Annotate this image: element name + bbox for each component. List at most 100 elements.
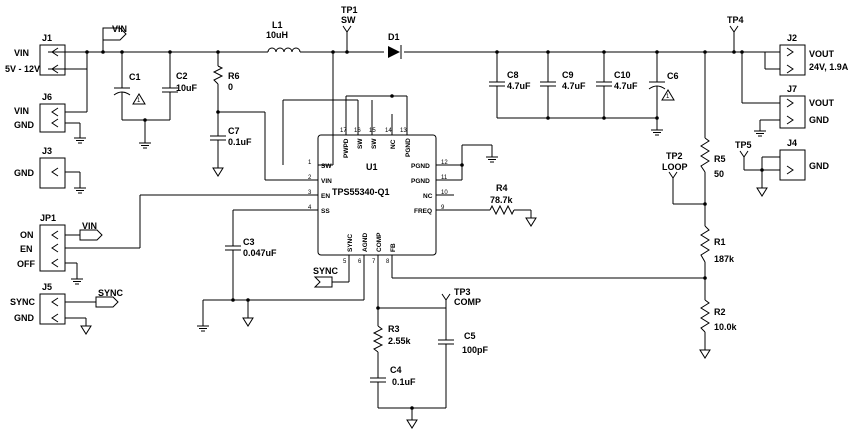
- tp1-ref: TP1: [341, 5, 358, 15]
- c4-value: 0.1uF: [392, 377, 416, 387]
- d1-ref: D1: [388, 32, 400, 42]
- testpoint-tp1: TP1 SW: [341, 5, 358, 33]
- resistor-r5: R5 50: [700, 137, 726, 179]
- tp2-net: LOOP: [662, 162, 688, 172]
- capacitor-c10: C10 4.7uF: [596, 70, 638, 91]
- c9-ref: C9: [562, 70, 574, 80]
- jp1-on: ON: [20, 230, 34, 240]
- pin-number-16: 16: [354, 128, 361, 134]
- capacitor-c5: C5 100pF: [438, 331, 489, 355]
- jp1-off: OFF: [17, 259, 35, 269]
- l1-value: 10uH: [266, 30, 288, 40]
- connector-j5: J5 SYNC GND: [10, 282, 66, 325]
- c1-ref: C1: [129, 72, 141, 82]
- connector-j2: J2 VOUT 24V, 1.9A: [779, 33, 849, 76]
- connector-jp1: JP1 ON EN OFF: [17, 213, 66, 272]
- c6-ref: C6: [667, 71, 679, 81]
- pin-number-17: 17: [340, 128, 347, 134]
- connector-j7: J7 VOUT GND: [779, 84, 835, 129]
- net-flag-sync-j5: SYNC: [95, 288, 124, 308]
- pin-number-5: 5: [343, 259, 347, 265]
- r2-value: 10.0k: [714, 322, 738, 332]
- c2-ref: C2: [176, 71, 188, 81]
- j7-ref: J7: [787, 84, 797, 94]
- pin-number-14: 14: [385, 128, 392, 134]
- c10-ref: C10: [614, 70, 631, 80]
- connector-j1: J1 VIN 5V - 12V: [5, 33, 66, 76]
- j4-ref: J4: [787, 138, 797, 148]
- j3-pin-a: GND: [14, 168, 35, 178]
- net-vin-en-label: VIN: [82, 221, 97, 231]
- pin-number-8: 8: [386, 259, 390, 265]
- j5-pin-b: GND: [14, 313, 35, 323]
- resistor-r2: R2 10.0k: [700, 299, 738, 333]
- j6-pin-a: VIN: [14, 106, 29, 116]
- tp1-net: SW: [341, 15, 356, 25]
- j6-pin-b: GND: [14, 120, 35, 130]
- r2-ref: R2: [714, 307, 726, 317]
- resistor-r6: R6 0: [212, 65, 240, 92]
- resistor-r4: R4 78.7k: [489, 183, 515, 216]
- j7-pin-b: GND: [809, 115, 830, 125]
- pin-number-3: 3: [308, 190, 312, 196]
- j2-net: VOUT: [809, 49, 835, 59]
- c5-value: 100pF: [462, 345, 489, 355]
- tp2-ref: TP2: [666, 151, 683, 161]
- pin-label-sync: SYNC: [347, 234, 354, 252]
- net-flag-vin-en: VIN: [79, 221, 103, 241]
- j5-ref: J5: [42, 282, 52, 292]
- c3-ref: C3: [243, 237, 255, 247]
- r4-ref: R4: [496, 183, 508, 193]
- connector-j6: J6 VIN GND: [14, 92, 66, 133]
- pin-number-12: 12: [441, 160, 448, 166]
- pin-label-en: EN: [321, 193, 330, 200]
- pin-label-ss: SS: [321, 208, 330, 215]
- pin-label-pgnd-11: PGND: [411, 178, 430, 185]
- pin-number-11: 11: [441, 175, 448, 181]
- pin-label-comp: COMP: [376, 232, 383, 252]
- pin-label-sw-16: SW: [357, 138, 364, 149]
- c5-ref: C5: [464, 331, 476, 341]
- net-flag-vin-top: VIN: [102, 24, 127, 41]
- tp5-ref: TP5: [735, 140, 752, 150]
- j4-pin-a: GND: [809, 161, 830, 171]
- j2-note: 24V, 1.9A: [809, 62, 849, 72]
- ic-u1: U1 TPS55340-Q1 SW VIN EN SS 1 2 3 4 PGND…: [308, 128, 448, 265]
- capacitor-c4: C4 0.1uF: [370, 365, 416, 387]
- c2-value: 10uF: [176, 83, 198, 93]
- testpoint-tp5: TP5: [735, 140, 752, 158]
- c3-value: 0.047uF: [243, 248, 277, 258]
- pin-number-7: 7: [372, 259, 376, 265]
- c8-ref: C8: [507, 70, 519, 80]
- r5-ref: R5: [714, 154, 726, 164]
- r6-value: 0: [228, 82, 233, 92]
- c6-polarity-mark: 1: [666, 94, 670, 100]
- j1-note: 5V - 12V: [5, 64, 40, 74]
- tp3-net: COMP: [454, 297, 481, 307]
- capacitor-c2: C2 10uF: [162, 71, 198, 93]
- diode-d1: D1: [388, 32, 402, 59]
- pin-number-4: 4: [308, 205, 312, 211]
- r5-value: 50: [714, 169, 724, 179]
- net-sync-j5-label: SYNC: [98, 288, 124, 298]
- c1-polarity-mark: 1: [137, 98, 141, 104]
- c8-value: 4.7uF: [507, 81, 531, 91]
- pin-label-sw-15: SW: [371, 138, 378, 149]
- j5-pin-a: SYNC: [10, 297, 36, 307]
- j7-pin-a: VOUT: [809, 98, 835, 108]
- r4-value: 78.7k: [490, 195, 514, 205]
- pin-label-pgnd-12: PGND: [411, 163, 430, 170]
- c10-value: 4.7uF: [614, 81, 638, 91]
- connector-j4: J4 GND: [779, 138, 830, 181]
- resistor-r3: R3 2.55k: [372, 324, 412, 353]
- j1-net: VIN: [14, 48, 29, 58]
- capacitor-c8: C8 4.7uF: [489, 70, 531, 91]
- pin-number-9: 9: [441, 205, 445, 211]
- r6-ref: R6: [228, 71, 240, 81]
- pin-label-fb: FB: [390, 243, 397, 252]
- j6-ref: J6: [42, 92, 52, 102]
- pin-label-nc-right: NC: [423, 193, 433, 200]
- net-sync-ic-label: SYNC: [313, 266, 339, 276]
- pin-label-pwpd: PWPD: [343, 138, 350, 158]
